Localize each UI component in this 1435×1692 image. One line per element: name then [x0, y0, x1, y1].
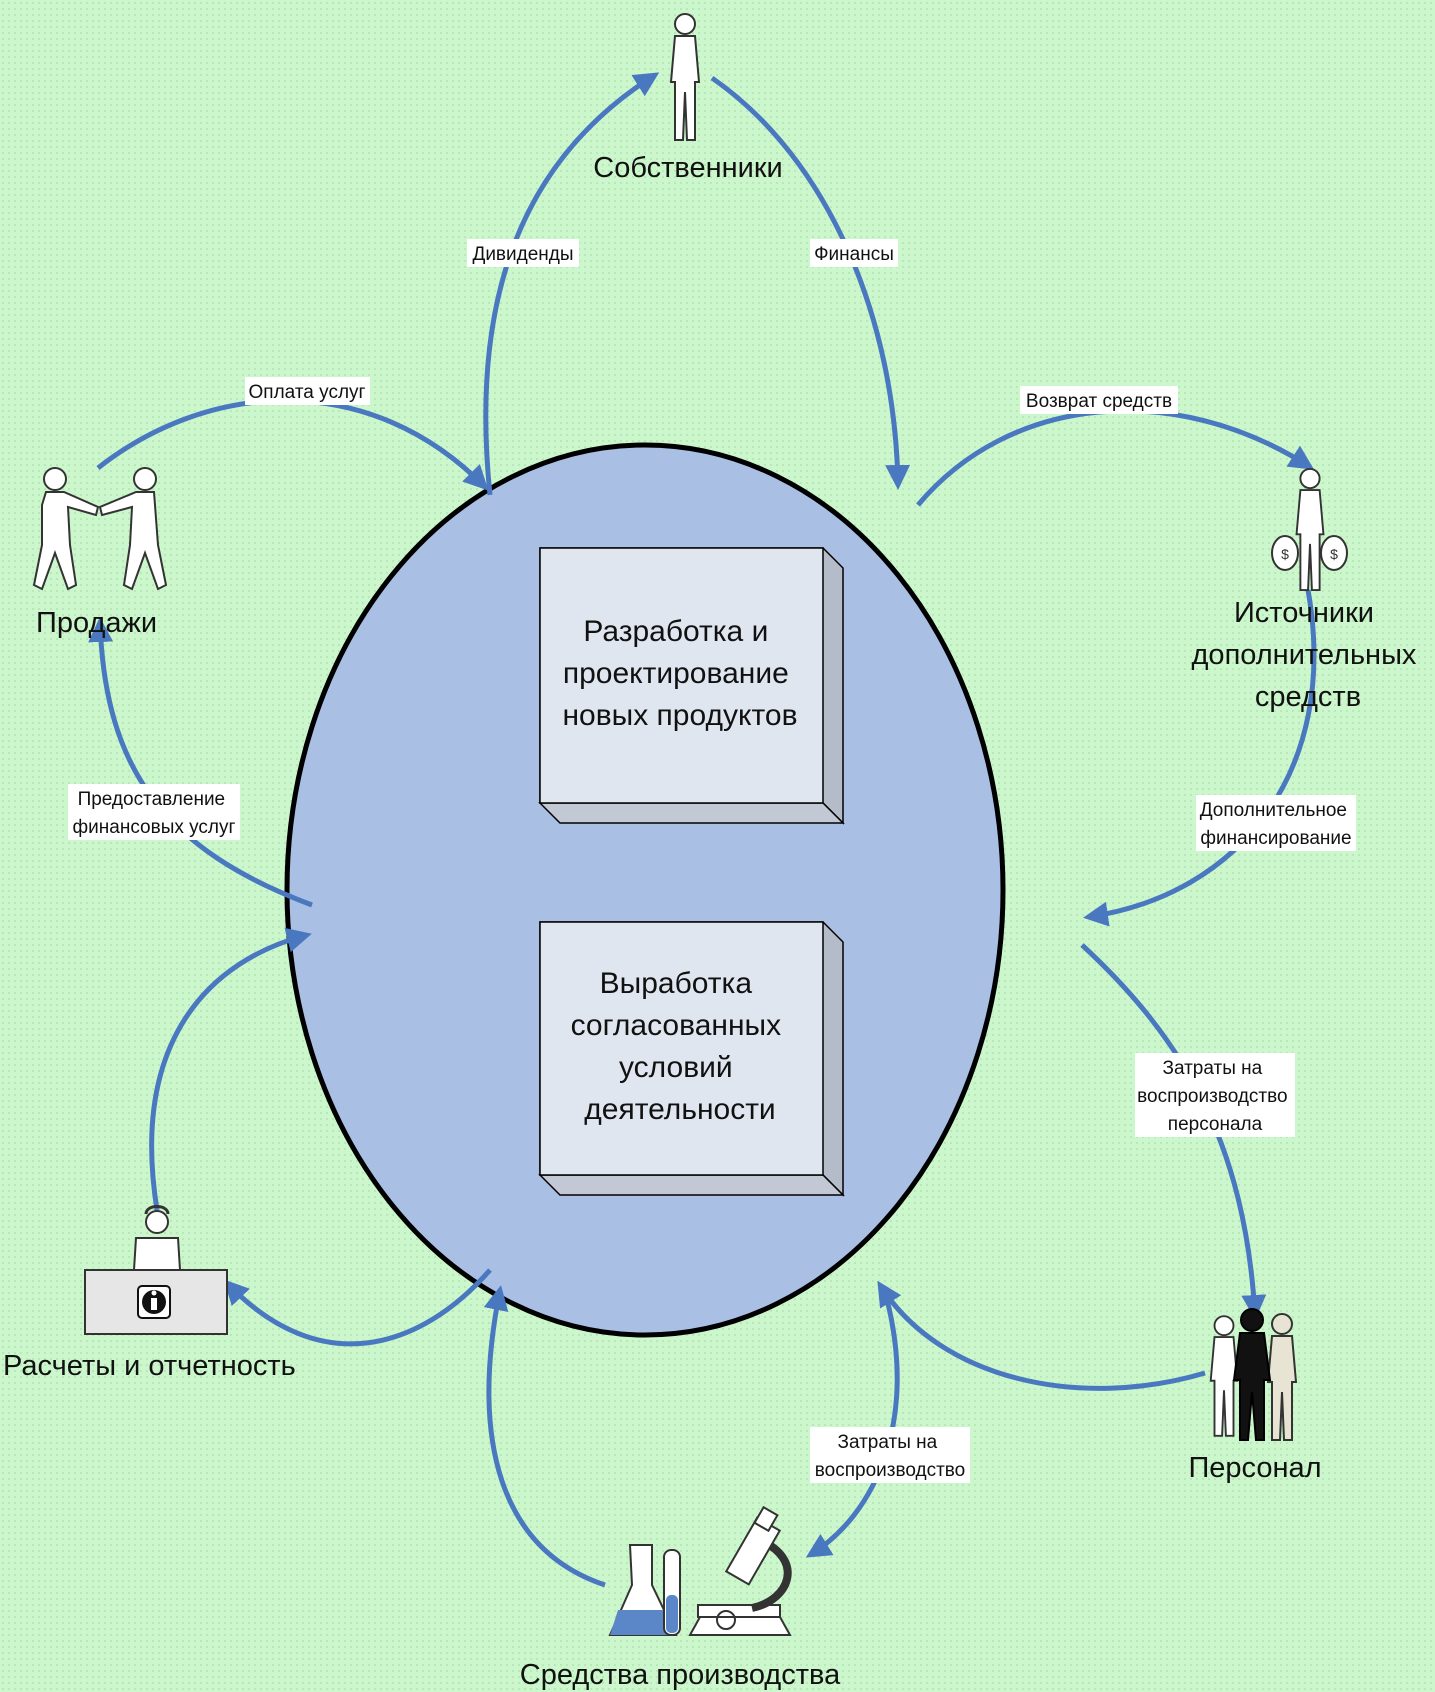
- svg-text:Выработка согласованных: Выработка согласованных условий деятельн…: [571, 967, 790, 1126]
- edge-label-service-payment: Оплата услуг: [245, 377, 370, 405]
- svg-text:Финансы: Финансы: [814, 244, 894, 265]
- arrow-reproduction-costs: [805, 1291, 900, 1558]
- arrow-accounting-outbound: [149, 927, 312, 1211]
- arrow-service-payment: [96, 398, 489, 491]
- svg-text:Оплата услуг: Оплата услуг: [249, 382, 366, 403]
- node-sources-label: Источники дополнительных средств: [1192, 597, 1425, 713]
- node-staff-label: Персонал: [1188, 1452, 1321, 1484]
- arrow-production-return: [483, 1285, 606, 1588]
- arrow-financial-services: [88, 617, 313, 908]
- svg-text:Затраты на воспроизводст: Затраты на воспроизводство: [815, 1432, 965, 1481]
- svg-text:Разработка и проектирова: Разработка и проектирование новых продук…: [562, 615, 797, 732]
- edge-label-funds-return: Возврат средств: [1020, 386, 1178, 414]
- svg-text:Затраты на воспроизводст: Затраты на воспроизводство персонала: [1137, 1058, 1293, 1135]
- box-bottom-line-2: согласованных: [571, 1009, 782, 1042]
- svg-text:$: $: [1330, 546, 1338, 562]
- box-top-line-1: Разработка и: [583, 615, 768, 648]
- person-with-money-bags-icon: $ $: [1271, 467, 1348, 592]
- person-icon: [670, 13, 700, 141]
- arrow-finance: [710, 75, 911, 490]
- node-sales-label: Продажи: [36, 607, 157, 639]
- box-agreed-conditions: Выработка согласованных условий деятельн…: [538, 921, 845, 1197]
- box-top-line-2: проектирование: [563, 657, 789, 690]
- box-top-line-3: новых продуктов: [562, 699, 797, 732]
- edge-label-reproduction-costs: Затраты на воспроизводство: [810, 1427, 970, 1483]
- arrow-dividends: [483, 72, 660, 496]
- group-of-people-icon: [1209, 1308, 1298, 1441]
- lab-flasks-microscope-icon: [608, 1505, 792, 1636]
- info-desk-icon: [84, 1205, 228, 1335]
- edge-label-financial-services: Предоставление финансовых услуг: [68, 784, 240, 840]
- svg-text:Дивиденды: Дивиденды: [472, 244, 573, 265]
- arrow-staff-return: [877, 1280, 1206, 1391]
- node-accounting-label: Расчеты и отчетность: [3, 1350, 296, 1382]
- box-product-development: Разработка и проектирование новых продук…: [538, 547, 845, 825]
- node-production-label: Средства производства: [520, 1659, 841, 1691]
- svg-text:Предоставление финансовы: Предоставление финансовых услуг: [73, 789, 236, 838]
- arrow-accounting-inbound: [223, 1268, 492, 1347]
- svg-text:Дополнительное финансиро: Дополнительное финансирование: [1200, 800, 1353, 849]
- box-bottom-line-3: условий: [619, 1051, 733, 1084]
- svg-text:$: $: [1281, 546, 1289, 562]
- handshake-people-icon: [32, 467, 168, 591]
- box-bottom-line-1: Выработка: [600, 967, 753, 1000]
- edge-label-additional-financing: Дополнительное финансирование: [1196, 795, 1356, 851]
- svg-text:Возврат средств: Возврат средств: [1026, 391, 1172, 412]
- edge-label-staff-costs: Затраты на воспроизводство персонала: [1135, 1053, 1295, 1137]
- box-bottom-line-4: деятельности: [584, 1093, 775, 1126]
- edge-label-dividends: Дивиденды: [467, 239, 579, 267]
- node-owners-label: Собственники: [593, 152, 782, 184]
- arrow-funds-return: [916, 408, 1315, 507]
- edge-label-finance: Финансы: [810, 239, 898, 267]
